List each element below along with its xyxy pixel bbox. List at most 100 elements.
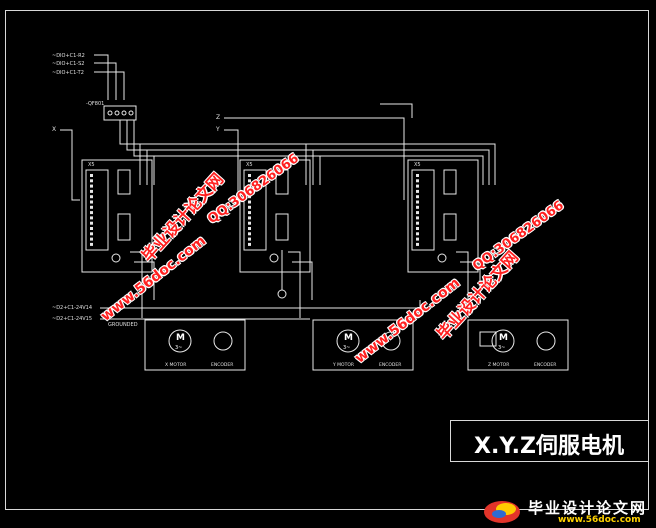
- encoder-wire: [292, 261, 313, 300]
- drive-terminal-block: [275, 169, 289, 195]
- encoder-icon: [381, 331, 401, 351]
- motor-box: [312, 319, 414, 371]
- breaker-terminal: [107, 110, 113, 116]
- drive-pin: [416, 242, 419, 246]
- drive-pin: [90, 237, 93, 241]
- drive-pin: [416, 216, 419, 220]
- drive-terminal-block: [117, 213, 131, 241]
- drive-pin: [416, 227, 419, 230]
- drive-pin: [248, 184, 251, 188]
- drive-fuse-icon: [111, 253, 121, 263]
- drive-pin: [248, 227, 251, 230]
- drive-pin: [416, 195, 419, 199]
- z-signal-wire: [224, 117, 405, 200]
- ground-label: GROUNDED: [108, 322, 138, 328]
- power-bus-wire: [119, 120, 496, 185]
- y-signal-wire: [224, 129, 239, 200]
- drive-pin: [90, 242, 93, 246]
- ground-icon: [277, 289, 287, 299]
- motor-icon: [168, 329, 192, 353]
- motor-label: Y MOTOR: [332, 362, 354, 368]
- drive-pin: [90, 179, 93, 183]
- encoder-label: ENCODER: [534, 362, 556, 368]
- supply-label: ~D2+C1-24V15: [52, 316, 92, 322]
- drive-terminal-block: [443, 169, 457, 195]
- drive-pin: [416, 179, 419, 183]
- motor-phase-label: 3~: [343, 345, 350, 351]
- motor-symbol: M: [176, 333, 185, 343]
- supply-wire: [100, 300, 421, 309]
- encoder-wire: [460, 261, 481, 300]
- motor-box: [467, 319, 569, 371]
- drive-pin: [416, 189, 419, 193]
- axis-label-x: X: [52, 126, 56, 133]
- drive-label: X5: [414, 162, 421, 168]
- drive-pin: [248, 189, 251, 193]
- x-signal-wire: [60, 129, 80, 201]
- power-feed-wire: [94, 71, 125, 100]
- drive-pin: [248, 242, 251, 246]
- motor-phase-label: 3~: [175, 345, 182, 351]
- power-bus-wire: [133, 120, 484, 185]
- z-signal-wire: [380, 103, 413, 118]
- drive-pin: [90, 200, 93, 204]
- motor-unit: M 3~ Y MOTOR ENCODER: [312, 319, 414, 371]
- axis-label-z: Z: [216, 114, 220, 121]
- drive-pin: [248, 174, 251, 177]
- motor-power-wire: [288, 251, 301, 318]
- drive-pin: [248, 179, 251, 183]
- motor-box: [144, 319, 246, 371]
- logo-url: www.56doc.com: [558, 515, 641, 525]
- drawing-frame: [5, 10, 649, 510]
- motor-symbol: M: [499, 333, 508, 343]
- motor-icon: [336, 329, 360, 353]
- breaker-symbol: [103, 105, 137, 121]
- servo-drive: X5: [239, 159, 311, 273]
- drive-pin: [90, 184, 93, 188]
- drive-label: X5: [88, 162, 95, 168]
- drive-pin: [416, 184, 419, 188]
- drive-pin: [416, 174, 419, 177]
- drive-pin: [90, 189, 93, 193]
- drive-pin: [90, 205, 93, 209]
- breaker-label: -QF801: [86, 101, 104, 107]
- motor-icon: [491, 329, 515, 353]
- drive-fuse-icon: [437, 253, 447, 263]
- motor-phase-label: 3~: [498, 345, 505, 351]
- encoder-label: ENCODER: [379, 362, 401, 368]
- site-logo: [484, 501, 520, 523]
- power-label: ~DIO+C1-S2: [52, 61, 84, 67]
- servo-drive: X5: [407, 159, 479, 273]
- axis-label-y: Y: [215, 126, 220, 133]
- encoder-wire: [134, 261, 155, 300]
- drive-pin: [416, 200, 419, 204]
- logo-text: 毕业设计论文网: [528, 499, 648, 517]
- brake-icon: [479, 331, 497, 347]
- drive-pin: [90, 174, 93, 177]
- drive-pin: [248, 221, 251, 225]
- drive-pin: [90, 221, 93, 225]
- drive-pin: [90, 211, 93, 215]
- motor-power-wire: [130, 251, 143, 318]
- power-feed-wire: [94, 54, 109, 100]
- drive-connector: [243, 169, 267, 251]
- drive-pin: [416, 205, 419, 209]
- breaker-terminal: [121, 110, 127, 116]
- drive-pin: [416, 211, 419, 215]
- drawing-title: X.Y.Z伺服电机: [474, 434, 624, 459]
- title-block: [450, 420, 649, 462]
- drive-pin: [248, 205, 251, 209]
- drive-connector: [411, 169, 435, 251]
- power-label: ~DIO+C1-T2: [52, 70, 84, 76]
- servo-drive: X5: [81, 159, 153, 273]
- drive-pin: [248, 237, 251, 241]
- encoder-icon: [536, 331, 556, 351]
- motor-symbol: M: [344, 333, 353, 343]
- supply-label: ~D2+C1-24V14: [52, 305, 92, 311]
- drive-pin: [248, 216, 251, 220]
- power-label: ~DIO+C1-R2: [52, 53, 85, 59]
- encoder-icon: [213, 331, 233, 351]
